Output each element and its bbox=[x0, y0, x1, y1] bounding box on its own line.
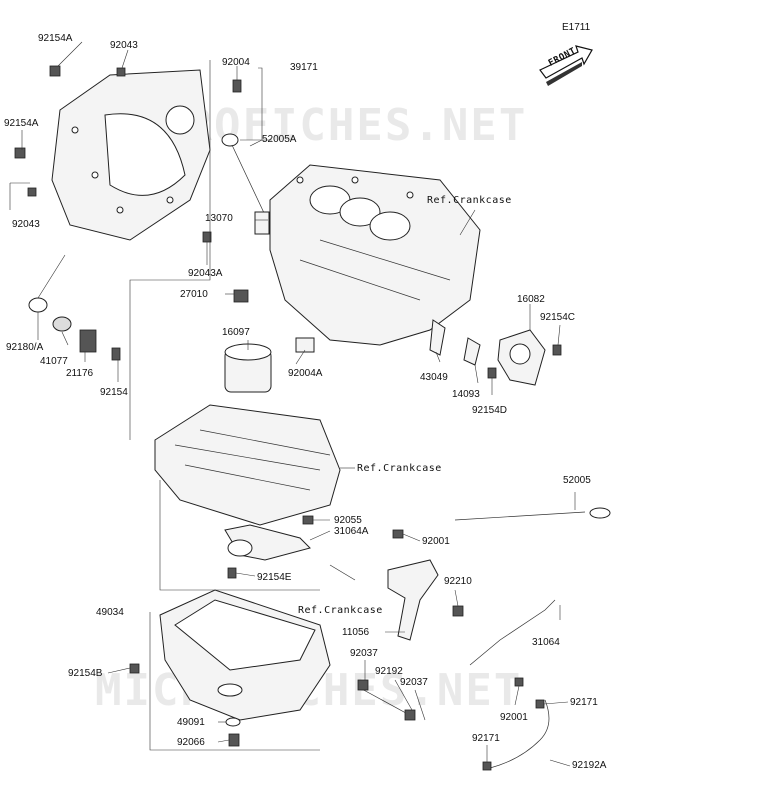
part-label-92055: 92055 bbox=[334, 515, 362, 526]
part-label-92001-a: 92001 bbox=[422, 536, 450, 547]
part-label-92192a: 92192A bbox=[572, 760, 607, 771]
part-label-92043-top: 92043 bbox=[110, 40, 138, 51]
ref-crankcase-mid: Ref.Crankcase bbox=[357, 463, 442, 474]
part-label-16082: 16082 bbox=[517, 294, 545, 305]
part-label-92004: 92004 bbox=[222, 57, 250, 68]
part-label-27010: 27010 bbox=[180, 289, 208, 300]
engine-block bbox=[269, 164, 481, 346]
part-label-41077: 41077 bbox=[40, 356, 68, 367]
part-label-92180a: 92180/A bbox=[6, 342, 44, 353]
part-label-92154d: 92154D bbox=[472, 405, 508, 416]
part-label-39171: 39171 bbox=[290, 62, 318, 73]
part-label-16097: 16097 bbox=[222, 327, 250, 338]
part-label-92001-b: 92001 bbox=[500, 712, 528, 723]
part-label-92154: 92154 bbox=[100, 387, 128, 398]
part-label-92066: 92066 bbox=[177, 737, 205, 748]
part-label-31064a: 31064A bbox=[334, 526, 369, 537]
part-label-92154c: 92154C bbox=[540, 312, 576, 323]
part-label-31064: 31064 bbox=[532, 637, 560, 648]
part-label-13070: 13070 bbox=[205, 213, 233, 224]
part-label-14093: 14093 bbox=[452, 389, 480, 400]
part-label-92154e: 92154E bbox=[257, 572, 292, 583]
cover-plate-39171 bbox=[51, 69, 211, 241]
part-label-92154a-top: 92154A bbox=[38, 33, 73, 44]
part-label-92037-a: 92037 bbox=[350, 648, 378, 659]
part-label-92171-b: 92171 bbox=[472, 733, 500, 744]
oil-pump-16082 bbox=[497, 329, 546, 386]
part-label-52005: 52005 bbox=[563, 475, 591, 486]
part-label-92043a: 92043A bbox=[188, 268, 223, 279]
part-label-92171-a: 92171 bbox=[570, 697, 598, 708]
part-label-43049: 43049 bbox=[420, 372, 448, 383]
part-label-52005a: 52005A bbox=[262, 134, 297, 145]
oil-pan-49034 bbox=[159, 589, 331, 721]
part-label-11056: 11056 bbox=[342, 627, 370, 638]
part-label-92154a-left: 92154A bbox=[4, 118, 39, 129]
oil-filter-16097 bbox=[224, 343, 272, 393]
part-label-92037-b: 92037 bbox=[400, 677, 428, 688]
ref-crankcase-top: Ref.Crankcase bbox=[427, 195, 512, 206]
part-label-92004a: 92004A bbox=[288, 368, 323, 379]
ref-crankcase-low: Ref.Crankcase bbox=[298, 605, 383, 616]
part-label-92154b: 92154B bbox=[68, 668, 103, 679]
part-label-49091: 49091 bbox=[177, 717, 205, 728]
lower-crankcase bbox=[154, 404, 341, 526]
part-label-92043-left: 92043 bbox=[12, 219, 40, 230]
part-label-49034: 49034 bbox=[96, 607, 124, 618]
part-label-92210: 92210 bbox=[444, 576, 472, 587]
part-label-92192: 92192 bbox=[375, 666, 403, 677]
front-arrow-icon bbox=[539, 45, 593, 86]
diagram-code: E1711 bbox=[562, 22, 591, 33]
part-label-21176: 21176 bbox=[66, 368, 94, 379]
